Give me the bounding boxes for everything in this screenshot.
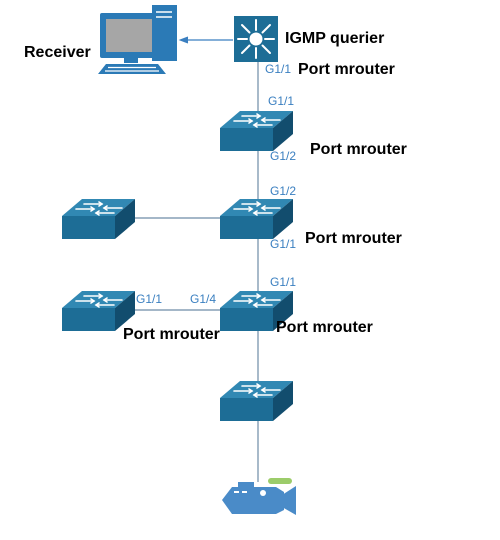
computer-icon [98,5,177,74]
querier-label: IGMP querier [285,30,385,47]
mrouter-label-querier: Port mrouter [298,61,395,78]
port-label-querier: G1/1 [265,62,292,76]
l3-switch-icon [234,16,278,62]
port-label-sw1-top: G1/1 [268,94,295,108]
switch-icon [61,198,136,240]
arrowhead [178,36,189,44]
port-label-sw2-bottom: G1/1 [270,237,297,251]
mrouter-label-sw2: Port mrouter [305,230,402,247]
switch-icon [219,380,294,422]
switch-icon [219,198,294,240]
video-camera-icon [222,478,296,515]
port-label-sw3-left: G1/4 [190,292,217,306]
port-label-sw1-bottom: G1/2 [270,149,297,163]
switch-icon [219,110,294,152]
receiver-label: Receiver [24,44,91,61]
port-label-sw2-top: G1/2 [270,184,297,198]
port-label-left-sw: G1/1 [136,292,163,306]
links [135,62,259,482]
switch-icon [61,290,136,332]
mrouter-label-sw1: Port mrouter [310,141,407,158]
port-label-sw3-top: G1/1 [270,275,297,289]
mrouter-label-left-sw: Port mrouter [123,326,220,343]
mrouter-label-sw3: Port mrouter [276,319,373,336]
